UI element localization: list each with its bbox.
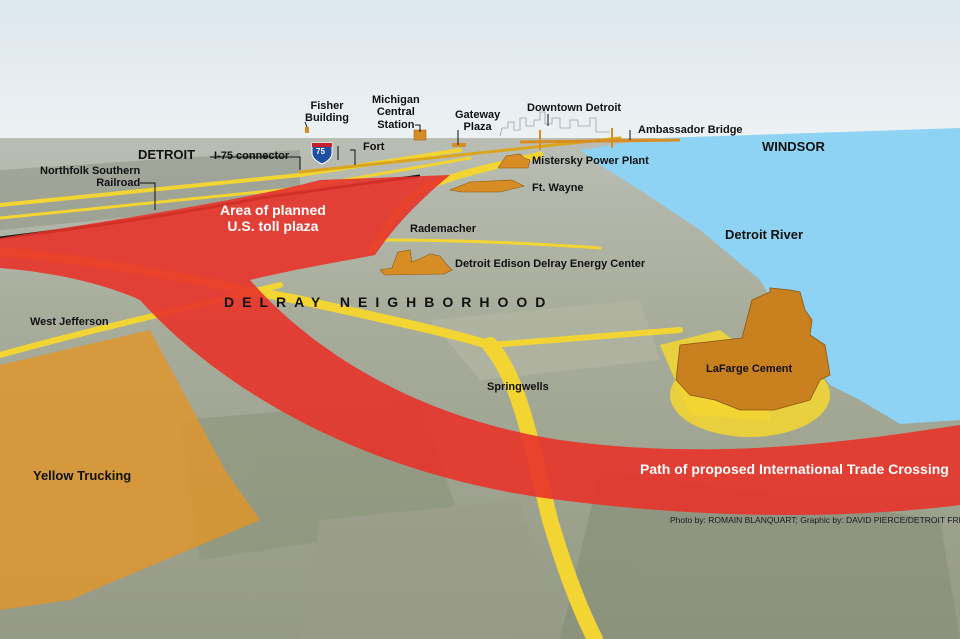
i75-shield-number: 75 [316, 147, 325, 156]
detroit-river [580, 128, 960, 424]
downtown-detroit-label: Downtown Detroit [527, 102, 622, 114]
railroad-line-1: Northfolk Southern [40, 165, 141, 177]
fisher-building-marker [305, 127, 309, 133]
railroad-line-2: Railroad [96, 177, 141, 190]
interstate-shield-icon [311, 142, 333, 165]
mistersky-building [497, 153, 531, 169]
delray-neighborhood-label: DELRAY NEIGHBORHOOD [224, 294, 554, 310]
lafarge-cement-building [675, 287, 831, 411]
springwells-label: Springwells [487, 381, 549, 393]
mcs-line-2: Central [376, 106, 415, 119]
ambassador-bridge [519, 138, 681, 144]
windsor-label: WINDSOR [762, 139, 825, 154]
west-jefferson-label: West Jefferson [30, 316, 109, 328]
gateway-plaza-line-2: Plaza [463, 121, 492, 134]
leader-lines [140, 114, 631, 210]
fisher-building-label: Fisher Building [305, 100, 349, 125]
gateway-plaza-label: Gateway Plaza [455, 109, 500, 134]
gateway-plaza-marker [452, 143, 466, 147]
mcs-line-3: Station [377, 118, 415, 131]
lafarge-cement-label: LaFarge Cement [706, 363, 793, 375]
ft-wayne-label: Ft. Wayne [532, 182, 584, 194]
yellow-trucking-area [0, 330, 260, 610]
trade-crossing-label: Path of proposed International Trade Cro… [640, 461, 949, 477]
michigan-central-station-label: Michigan Central Station [372, 94, 420, 131]
downtown-skyline [499, 111, 610, 137]
detroit-river-label: Detroit River [725, 227, 804, 242]
detroit-edison-label: Detroit Edison Delray Energy Center [455, 258, 646, 270]
northfolk-southern-railroad-label: Northfolk Southern Railroad [40, 165, 140, 190]
detroit-label: DETROIT [138, 147, 196, 162]
fort-label: Fort [363, 141, 385, 153]
toll-plaza-line-2: U.S. toll plaza [227, 217, 319, 234]
ambassador-bridge-label: Ambassador Bridge [638, 124, 743, 136]
detroit-edison-building [379, 249, 453, 276]
toll-plaza-line-1: Area of planned [220, 202, 326, 218]
yellow-trucking-label: Yellow Trucking [33, 468, 132, 483]
fisher-building-line-1: Fisher [310, 100, 344, 112]
fisher-building-line-2: Building [305, 112, 349, 125]
photo-credit: Photo by: ROMAIN BLANQUART; Graphic by: … [670, 515, 960, 525]
mcs-line-1: Michigan [372, 94, 420, 106]
trade-crossing-path [0, 175, 960, 516]
sky-area [0, 0, 960, 150]
ft-wayne-building [448, 179, 525, 193]
toll-plaza-label: Area of planned U.S. toll plaza [220, 202, 326, 234]
gateway-plaza-line-1: Gateway [455, 109, 501, 121]
i75-connector-label: I-75 connector [214, 150, 290, 162]
rademacher-label: Rademacher [410, 223, 477, 235]
mistersky-power-plant-label: Mistersky Power Plant [532, 155, 649, 167]
